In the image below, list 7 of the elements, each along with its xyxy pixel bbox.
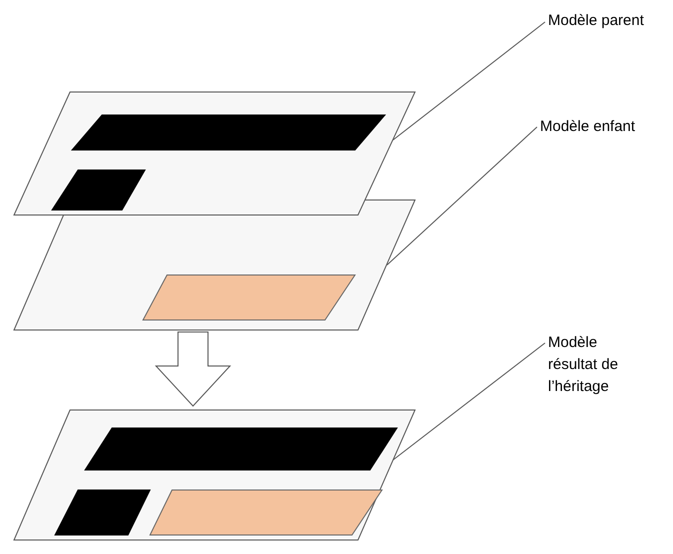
leader-line [392,342,546,460]
leader-line [386,126,538,266]
leader-line [392,22,546,140]
template-label: Modèle enfant [540,117,636,137]
block-arrow [154,332,232,407]
template-label: Modèle résultat de l’héritage [548,333,620,397]
template-label: Modèle parent [548,11,645,31]
